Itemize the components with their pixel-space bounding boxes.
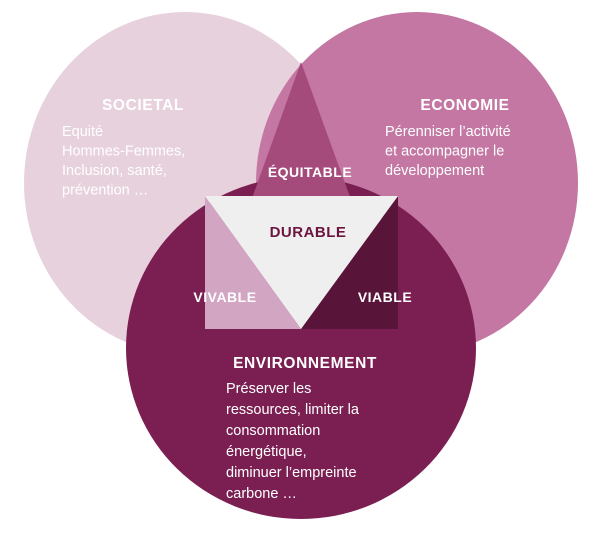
labels-layer: SOCIETAL Equité Hommes-Femmes, Inclusion… [62,97,515,502]
environnement-body: Préserver les ressources, limiter la con… [226,381,363,502]
equitable-label: ÉQUITABLE [268,164,352,180]
overlap-durable-center [205,196,398,329]
overlap-equitable [205,62,398,196]
durable-label: DURABLE [270,224,347,241]
societal-title: SOCIETAL [102,97,184,114]
societal-body: Equité Hommes-Femmes, Inclusion, santé, … [62,124,189,199]
overlap-layer [205,62,398,329]
economie-title: ECONOMIE [420,97,509,114]
viable-label: VIABLE [358,289,412,305]
economie-body: Pérenniser l’activité et accompagner le … [385,124,515,179]
environnement-title: ENVIRONNEMENT [233,355,377,372]
vivable-label: VIVABLE [193,289,256,305]
